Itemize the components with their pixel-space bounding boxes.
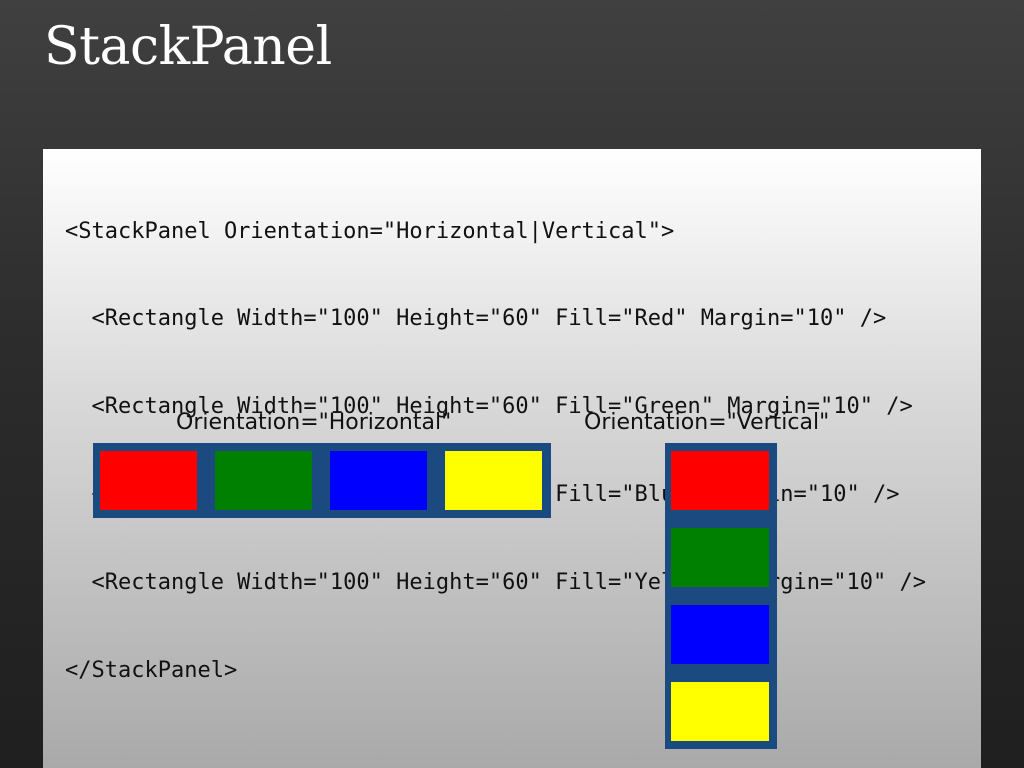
slide-title: StackPanel xyxy=(44,17,332,77)
green-rectangle xyxy=(215,451,312,510)
content-panel: <StackPanel Orientation="Horizontal|Vert… xyxy=(43,149,981,768)
blue-rectangle xyxy=(330,451,427,510)
code-line: <Rectangle Width="100" Height="60" Fill=… xyxy=(65,306,887,332)
code-line: <Rectangle Width="100" Height="60" Fill=… xyxy=(65,394,913,420)
code-block: <StackPanel Orientation="Horizontal|Vert… xyxy=(65,158,926,744)
code-line: <Rectangle Width="100" Height="60" Fill=… xyxy=(65,570,926,596)
green-rectangle xyxy=(671,528,769,587)
red-rectangle xyxy=(671,451,769,510)
code-line: <StackPanel Orientation="Horizontal|Vert… xyxy=(65,218,675,244)
yellow-rectangle xyxy=(671,682,769,741)
blue-rectangle xyxy=(671,605,769,664)
red-rectangle xyxy=(100,451,197,510)
horizontal-stackpanel xyxy=(93,443,551,518)
vertical-example-label: Orientation="Vertical" xyxy=(584,410,830,435)
yellow-rectangle xyxy=(445,451,542,510)
code-line: </StackPanel> xyxy=(65,658,238,684)
vertical-stackpanel xyxy=(665,443,777,749)
horizontal-example-label: Orientation="Horizontal" xyxy=(176,410,452,435)
